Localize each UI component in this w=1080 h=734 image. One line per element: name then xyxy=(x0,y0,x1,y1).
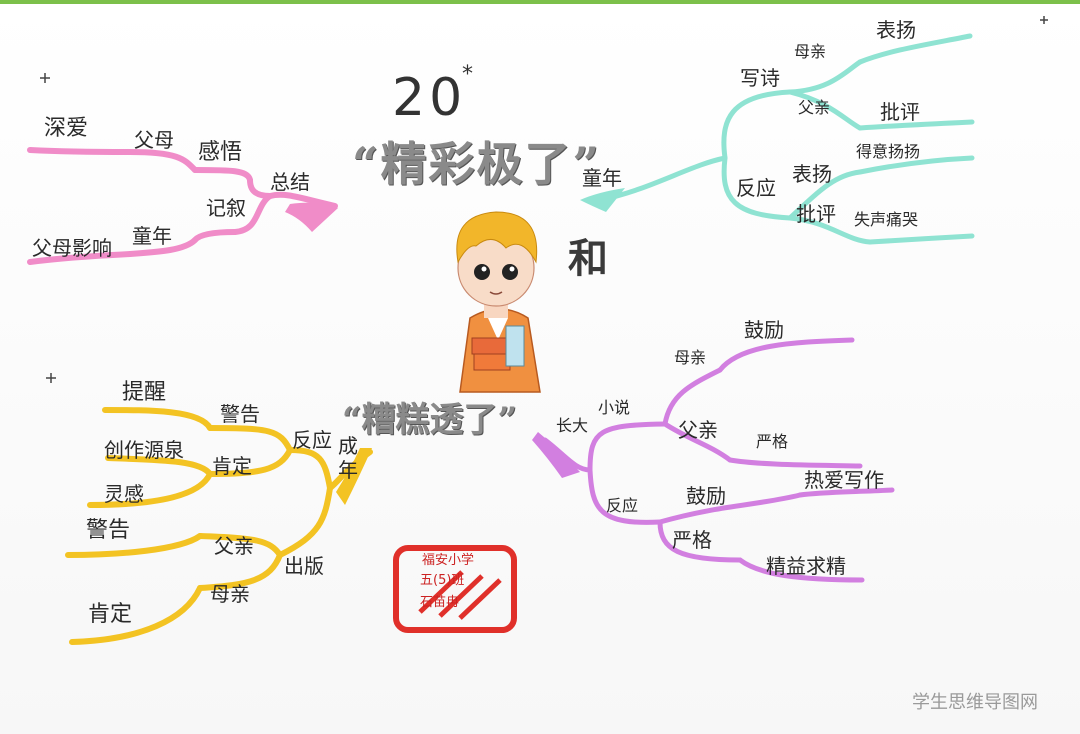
adulthood-mother-affirm-label: 肯定 xyxy=(88,602,133,627)
summary-branch-lines xyxy=(27,147,338,265)
growing-reaction-label: 反应 xyxy=(606,496,639,515)
adulthood-father-warn-label: 警告 xyxy=(86,518,131,543)
title-terrible: “糟糕透了” xyxy=(342,400,518,440)
growing-root-wedge xyxy=(532,432,580,478)
adulthood-mother-label: 母亲 xyxy=(210,582,250,606)
summary-influence-label: 父母影响 xyxy=(32,236,112,260)
adulthood-root-label: 成年 xyxy=(338,434,358,482)
watermark: 学生思维导图网 xyxy=(912,692,1038,713)
lesson-star: * xyxy=(462,62,473,87)
lesson-number: 20 xyxy=(392,68,467,128)
adulthood-source-label: 创作源泉 xyxy=(104,438,184,462)
stamp-school: 福安小学 xyxy=(422,553,475,568)
adulthood-root-wedge xyxy=(336,448,372,505)
growing-root-label: 长大 xyxy=(556,416,589,435)
title-wonderful: “精彩极了” xyxy=(352,137,601,191)
adulthood-inspiration-label: 灵感 xyxy=(104,482,144,506)
childhood-reaction-praise-label: 表扬 xyxy=(792,162,832,186)
growing-strict-label: 严格 xyxy=(756,432,789,451)
growing-branch-lines xyxy=(542,337,895,583)
summary-deep-love-label: 深爱 xyxy=(44,116,89,141)
summary-root-label: 总结 xyxy=(270,170,310,194)
title-and: 和 xyxy=(568,235,608,282)
stamp-name: 石苗冉 xyxy=(420,595,460,610)
childhood-poem-label: 写诗 xyxy=(740,66,780,90)
adulthood-branch-lines xyxy=(65,407,373,645)
adulthood-father-label: 父亲 xyxy=(214,534,254,558)
growing-excellence-label: 精益求精 xyxy=(766,554,846,578)
childhood-criticize-label: 批评 xyxy=(880,100,920,124)
adulthood-affirm-label: 肯定 xyxy=(212,454,252,478)
growing-novel-label: 小说 xyxy=(598,398,631,417)
summary-parents-label: 父母 xyxy=(134,128,174,152)
star-doodles xyxy=(40,16,1048,383)
adulthood-warn-label: 警告 xyxy=(220,402,260,426)
adulthood-publish-label: 出版 xyxy=(284,554,324,578)
childhood-root-label: 童年 xyxy=(582,166,622,190)
name-stamp xyxy=(393,545,517,633)
summary-insight-label: 感悟 xyxy=(198,140,243,165)
childhood-father-label: 父亲 xyxy=(798,98,831,117)
summary-root-wedge xyxy=(285,202,338,232)
childhood-proud-label: 得意扬扬 xyxy=(856,142,921,161)
childhood-reaction-criticize-label: 批评 xyxy=(796,202,836,226)
childhood-cry-label: 失声痛哭 xyxy=(854,210,919,229)
growing-reaction-encourage-label: 鼓励 xyxy=(686,484,726,508)
growing-encourage-label: 鼓励 xyxy=(744,318,784,342)
childhood-praise-label: 表扬 xyxy=(876,18,916,42)
growing-father-label: 父亲 xyxy=(678,418,718,442)
growing-mother-label: 母亲 xyxy=(674,348,707,367)
boy-illustration xyxy=(456,211,541,393)
growing-reaction-strict-label: 严格 xyxy=(672,528,712,552)
stamp-class: 五(5)班 xyxy=(420,573,465,588)
paper-top-edge xyxy=(0,0,1080,4)
childhood-reaction-label: 反应 xyxy=(736,176,776,200)
growing-love-writing-label: 热爱写作 xyxy=(804,468,884,492)
summary-childhood-label: 童年 xyxy=(132,224,172,248)
childhood-mother-label: 母亲 xyxy=(794,42,827,61)
adulthood-remind-label: 提醒 xyxy=(122,380,167,405)
summary-narrate-label: 记叙 xyxy=(206,196,246,220)
childhood-root-wedge xyxy=(580,188,625,212)
adulthood-reaction-label: 反应 xyxy=(292,428,332,452)
